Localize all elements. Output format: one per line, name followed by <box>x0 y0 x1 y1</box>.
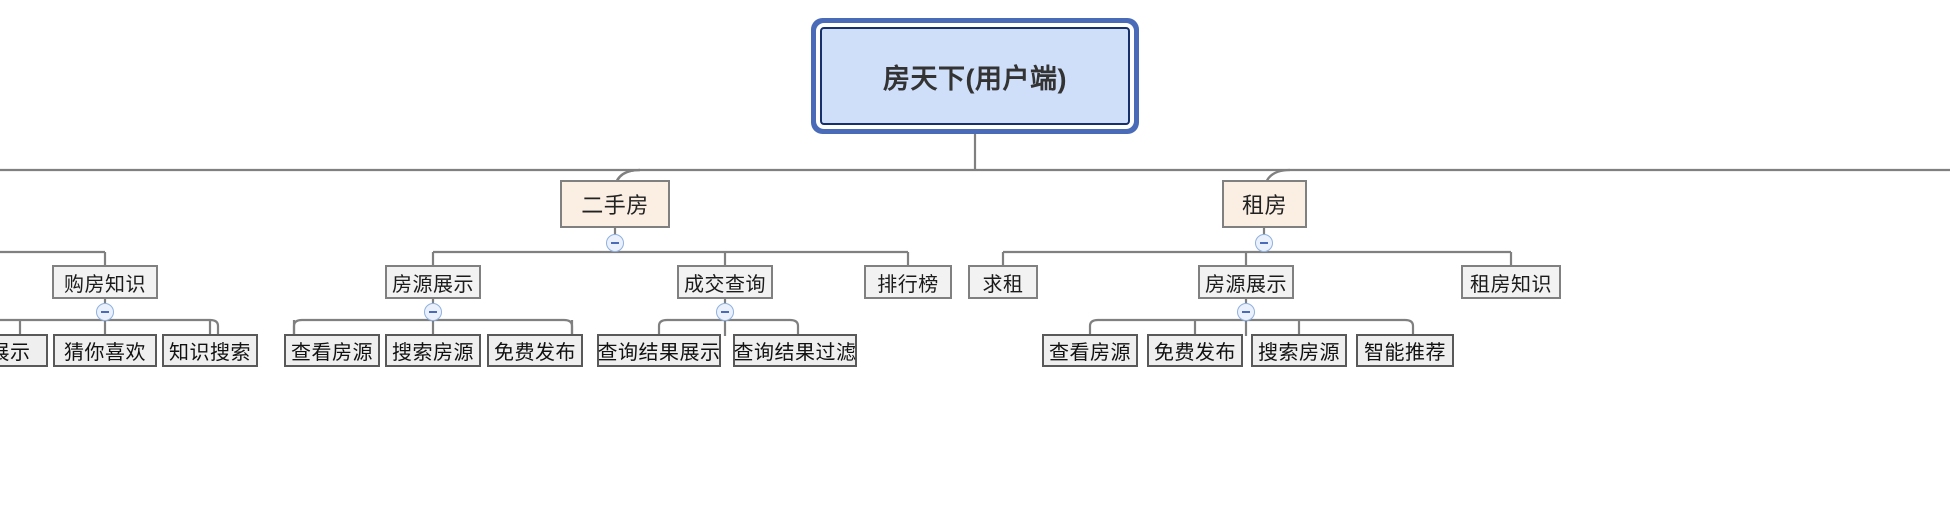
leaf-node-sousuofangyuan-sale[interactable]: 搜索房源 <box>385 334 481 367</box>
leaf-node-label: 搜索房源 <box>1258 342 1340 364</box>
root-node-label: 房天下(用户端) <box>883 63 1067 94</box>
category-node-label: 房源展示 <box>1205 273 1287 296</box>
leaf-node-mianfeifabu-rent[interactable]: 免费发布 <box>1147 334 1243 367</box>
collapse-minus-icon-ershoufang[interactable] <box>606 234 624 252</box>
category-node-label: 求租 <box>982 273 1024 296</box>
collapse-minus-icon-zufang[interactable] <box>1255 234 1273 252</box>
category-node-label: 房源展示 <box>392 273 474 296</box>
category-node-fangyuanzhanshi-sale[interactable]: 房源展示 <box>385 265 481 299</box>
collapse-minus-icon-chengjiaochaxun[interactable] <box>716 303 734 321</box>
root-node-fangtianxia[interactable]: 房天下(用户端) <box>820 27 1130 125</box>
branch-node-zufang[interactable]: 租房 <box>1222 180 1307 228</box>
collapse-minus-icon-fangyuanzhanshi-rent[interactable] <box>1237 303 1255 321</box>
category-node-label: 成交查询 <box>684 273 766 296</box>
leaf-node-label: 查看房源 <box>291 342 373 364</box>
category-node-chengjiaochaxun[interactable]: 成交查询 <box>677 265 773 299</box>
leaf-node-mianfeifabu-sale[interactable]: 免费发布 <box>487 334 583 367</box>
leaf-node-chakanfangyuan-sale[interactable]: 查看房源 <box>284 334 380 367</box>
leaf-node-zhanshi-clipped[interactable]: 展示 <box>0 334 48 367</box>
leaf-node-zhinengtuijian[interactable]: 智能推荐 <box>1356 334 1454 367</box>
category-node-goufangzhishi[interactable]: 购房知识 <box>52 265 158 299</box>
branch-node-label: 二手房 <box>581 193 649 218</box>
category-node-label: 购房知识 <box>64 273 146 296</box>
leaf-node-sousuofangyuan-rent[interactable]: 搜索房源 <box>1251 334 1347 367</box>
leaf-node-label: 智能推荐 <box>1364 342 1446 364</box>
leaf-node-cainixihuan[interactable]: 猜你喜欢 <box>53 334 157 367</box>
category-node-zufangzhishi[interactable]: 租房知识 <box>1461 265 1561 299</box>
leaf-node-label: 猜你喜欢 <box>64 342 146 364</box>
leaf-node-label: 免费发布 <box>1154 342 1236 364</box>
collapse-minus-icon-fangyuanzhanshi-sale[interactable] <box>424 303 442 321</box>
leaf-node-label: 搜索房源 <box>392 342 474 364</box>
leaf-node-label: 查询结果过滤 <box>733 342 857 364</box>
category-node-paihangbang[interactable]: 排行榜 <box>864 265 952 299</box>
category-node-qiuzu[interactable]: 求租 <box>968 265 1038 299</box>
leaf-node-chakanfangyuan-rent[interactable]: 查看房源 <box>1042 334 1138 367</box>
leaf-node-label: 查询结果展示 <box>597 342 721 364</box>
category-node-fangyuanzhanshi-rent[interactable]: 房源展示 <box>1198 265 1294 299</box>
collapse-minus-icon-goufangzhishi[interactable] <box>96 303 114 321</box>
category-node-label: 租房知识 <box>1470 273 1552 296</box>
branch-node-ershoufang[interactable]: 二手房 <box>560 180 670 228</box>
leaf-node-label: 查看房源 <box>1049 342 1131 364</box>
leaf-node-label: 知识搜索 <box>169 342 251 364</box>
branch-node-label: 租房 <box>1241 193 1287 218</box>
leaf-node-chaxunjieguoguolv[interactable]: 查询结果过滤 <box>733 334 857 367</box>
leaf-node-label: 免费发布 <box>494 342 576 364</box>
leaf-node-chaxunjieguozhanshi[interactable]: 查询结果展示 <box>597 334 721 367</box>
category-node-label: 排行榜 <box>877 273 939 296</box>
leaf-node-zhishisousuo[interactable]: 知识搜索 <box>162 334 258 367</box>
leaf-node-label: 展示 <box>0 342 31 364</box>
